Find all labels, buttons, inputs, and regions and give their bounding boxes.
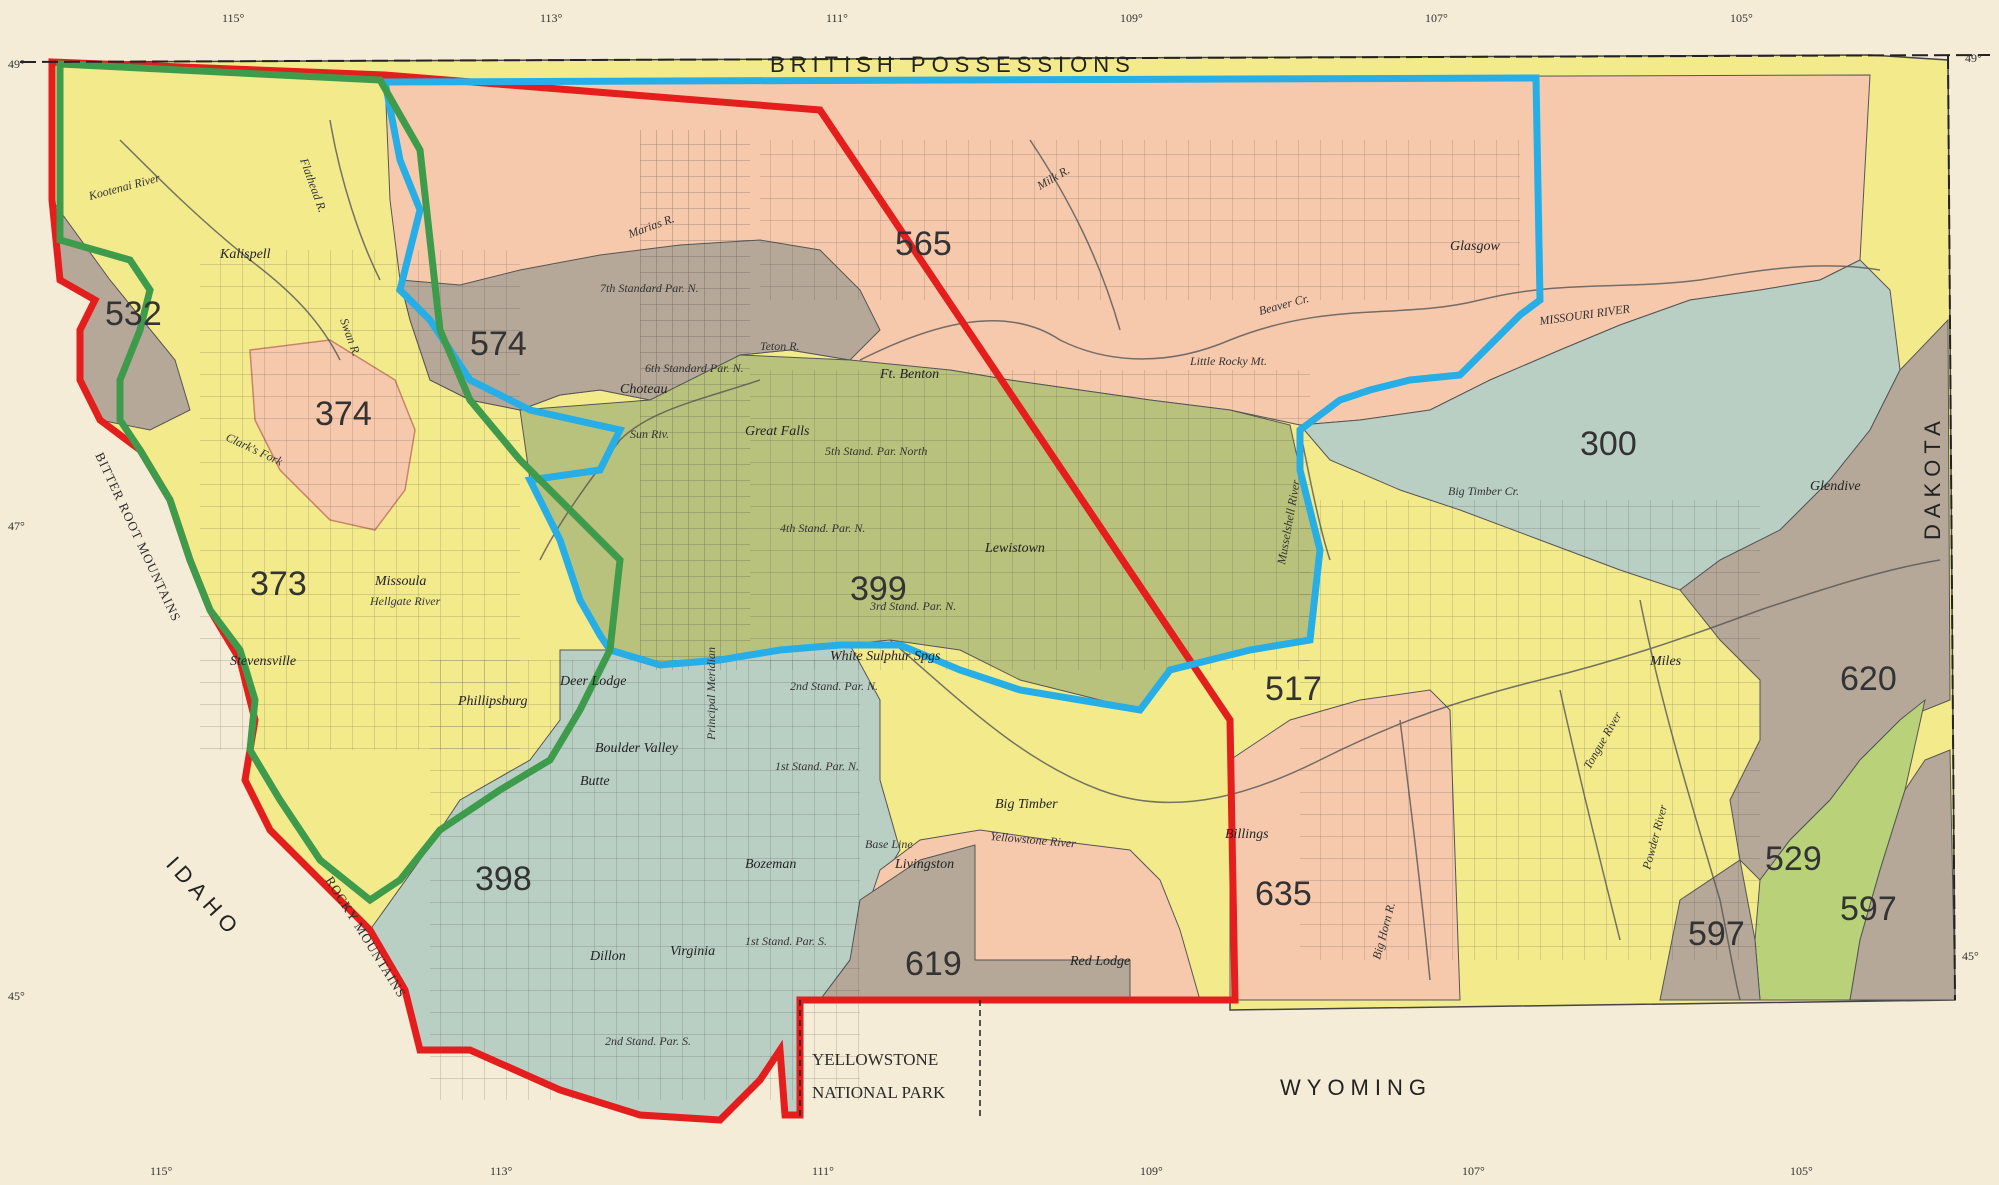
cession-number: 620 <box>1840 660 1897 698</box>
town-label: Lewistown <box>984 541 1045 556</box>
cession-number: 597 <box>1688 915 1745 953</box>
graticule-right-label: 49° <box>1965 51 1982 65</box>
graticule-top-label: 111° <box>826 11 848 25</box>
survey-label: 5th Stand. Par. North <box>825 444 927 458</box>
park-boundary-line <box>799 1000 981 1120</box>
town-label: Glasgow <box>1450 239 1500 254</box>
graticule-bottom-label: 105° <box>1790 1164 1813 1178</box>
town-label: Red Lodge <box>1069 954 1130 969</box>
blue-boundary-outline <box>380 74 1544 714</box>
cession-number: 565 <box>895 225 952 263</box>
town-label: Glendive <box>1810 479 1861 494</box>
river-label: Big Timber Cr. <box>1448 484 1519 498</box>
cession-number: 374 <box>315 395 372 433</box>
survey-label: 2nd Stand. Par. N. <box>790 679 878 693</box>
cession-number: 399 <box>850 570 907 608</box>
cession-number: 619 <box>905 945 962 983</box>
graticule-bottom-label: 107° <box>1462 1164 1485 1178</box>
town-label: Ft. Benton <box>879 367 939 382</box>
graticule-left-label: 49° <box>8 57 25 71</box>
graticule-top-label: 107° <box>1425 11 1448 25</box>
town-label: Billings <box>1225 827 1269 842</box>
town-label: Boulder Valley <box>595 741 679 756</box>
survey-label: 1st Stand. Par. N. <box>775 759 859 773</box>
graticule-right-label: 45° <box>1962 949 1979 963</box>
north-border-line <box>19 54 1991 63</box>
survey-label: 4th Stand. Par. N. <box>780 521 865 535</box>
river-label: Teton R. <box>760 339 800 353</box>
town-label: Stevensville <box>230 654 296 669</box>
graticule-left: 49° 47° 45° <box>8 57 25 1003</box>
graticule-right: 49° 45° <box>1962 51 1982 963</box>
graticule-bottom-label: 109° <box>1140 1164 1163 1178</box>
town-label: Phillipsburg <box>457 694 528 709</box>
graticule-top-label: 109° <box>1120 11 1143 25</box>
town-label: Butte <box>580 774 610 789</box>
graticule-left-label: 47° <box>8 519 25 533</box>
graticule-bottom-label: 111° <box>812 1164 834 1178</box>
town-label: Kalispell <box>219 247 271 262</box>
yellowstone-park-label-2: NATIONAL PARK <box>812 1083 946 1102</box>
survey-grid-east <box>1300 500 1760 960</box>
cession-number: 532 <box>105 295 162 333</box>
cession-number: 574 <box>470 325 527 363</box>
north-border-label: BRITISH POSSESSIONS <box>770 52 1136 77</box>
graticule-bottom-label: 115° <box>150 1164 173 1178</box>
yellowstone-park-label: YELLOWSTONE <box>812 1050 938 1069</box>
graticule-top-label: 105° <box>1730 11 1753 25</box>
cession-number: 373 <box>250 565 307 603</box>
cession-597 <box>1849 749 1956 1001</box>
cession-number: 597 <box>1840 890 1897 928</box>
east-border-label: DAKOTA <box>1920 415 1945 540</box>
survey-grid-west <box>200 250 520 750</box>
town-label: Livingston <box>894 857 954 872</box>
town-label: White Sulphur Spgs <box>830 649 941 664</box>
survey-label: 6th Standard Par. N. <box>645 361 744 375</box>
rivers <box>119 119 1941 1001</box>
cession-number: 398 <box>475 860 532 898</box>
graticule-bottom: 115° 113° 111° 109° 107° 105° <box>150 1164 1813 1178</box>
survey-label: Principal Meridian <box>704 647 718 741</box>
survey-label: Base Line <box>865 837 913 851</box>
cession-number: 517 <box>1265 670 1322 708</box>
graticule-top-label: 115° <box>222 11 245 25</box>
towns: Kalispell Choteau Ft. Benton Great Falls… <box>219 239 1861 969</box>
cession-numbers: 532 574 565 374 300 373 399 517 620 398 … <box>105 225 1897 983</box>
town-label: Bozeman <box>745 857 796 872</box>
town-label: Missoula <box>374 574 426 589</box>
cession-number: 300 <box>1580 425 1637 463</box>
town-label: Miles <box>1649 654 1682 669</box>
town-label: Deer Lodge <box>559 674 627 689</box>
red-boundary-outline <box>48 58 1239 1124</box>
cession-number: 635 <box>1255 875 1312 913</box>
cession-number: 529 <box>1765 840 1822 878</box>
survey-grid-399 <box>750 370 1310 670</box>
graticule-bottom-label: 113° <box>490 1164 513 1178</box>
river-label: Sun Riv. <box>630 427 669 441</box>
graticule-top: 115° 113° 111° 109° 107° 105° <box>222 11 1753 25</box>
town-label: Dillon <box>589 949 626 964</box>
survey-label: 3rd Stand. Par. N. <box>869 599 956 613</box>
survey-label: 7th Standard Par. N. <box>600 281 699 295</box>
river-label: Little Rocky Mt. <box>1189 354 1267 368</box>
town-label: Big Timber <box>995 797 1058 812</box>
dakota-border-line <box>1947 54 1956 1001</box>
town-label: Virginia <box>670 944 715 959</box>
survey-label: 1st Stand. Par. S. <box>745 934 827 948</box>
survey-labels: 7th Standard Par. N. 6th Standard Par. N… <box>600 281 956 1048</box>
survey-label: 2nd Stand. Par. S. <box>605 1034 691 1048</box>
river-label: Hellgate River <box>369 594 441 608</box>
town-label: Choteau <box>620 382 667 397</box>
graticule-left-label: 45° <box>8 989 25 1003</box>
town-label: Great Falls <box>745 424 810 439</box>
green-boundary-outline <box>56 60 624 905</box>
south-border-label: WYOMING <box>1280 1075 1432 1100</box>
graticule-top-label: 113° <box>540 11 563 25</box>
survey-grid-north <box>760 140 1520 300</box>
